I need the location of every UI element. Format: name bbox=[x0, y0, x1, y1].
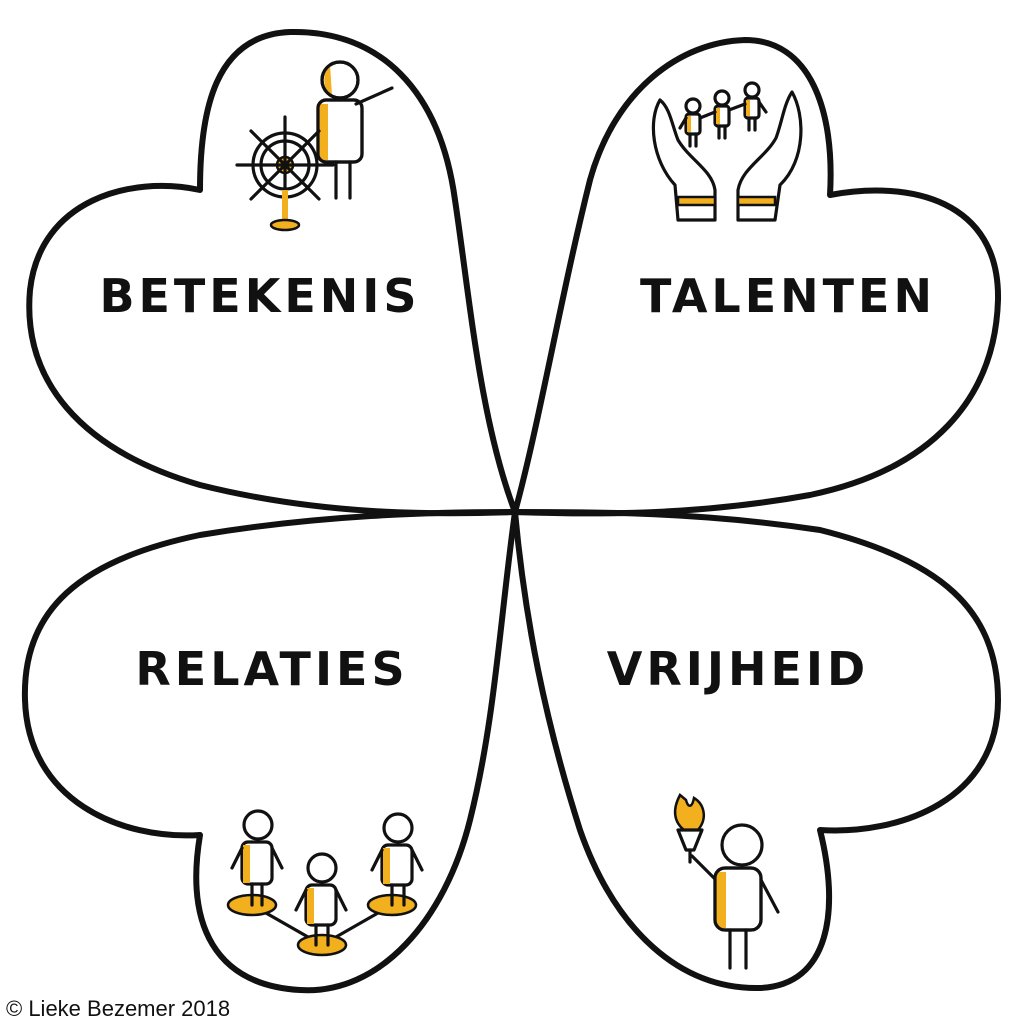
leaf-top-left-outline bbox=[26, 28, 518, 517]
connected-people-network-icon bbox=[226, 809, 424, 957]
person-steering-wheel-icon bbox=[235, 60, 394, 232]
hands-holding-people-icon bbox=[651, 81, 803, 222]
copyright-notice: © Lieke Bezemer 2018 bbox=[6, 996, 231, 1021]
clover-outline bbox=[21, 28, 1002, 994]
leaf-top-right-outline bbox=[512, 37, 1002, 517]
leaf-label-betekenis: BETEKENIS bbox=[99, 269, 420, 323]
leaf-bottom-right-outline bbox=[512, 509, 1001, 992]
person-holding-torch-icon bbox=[673, 793, 780, 970]
leaf-label-relaties: RELATIES bbox=[135, 642, 408, 696]
leaf-bottom-left-outline bbox=[21, 509, 518, 994]
leaf-label-vrijheid: VRIJHEID bbox=[607, 642, 869, 696]
leaf-label-talenten: TALENTEN bbox=[640, 269, 936, 323]
